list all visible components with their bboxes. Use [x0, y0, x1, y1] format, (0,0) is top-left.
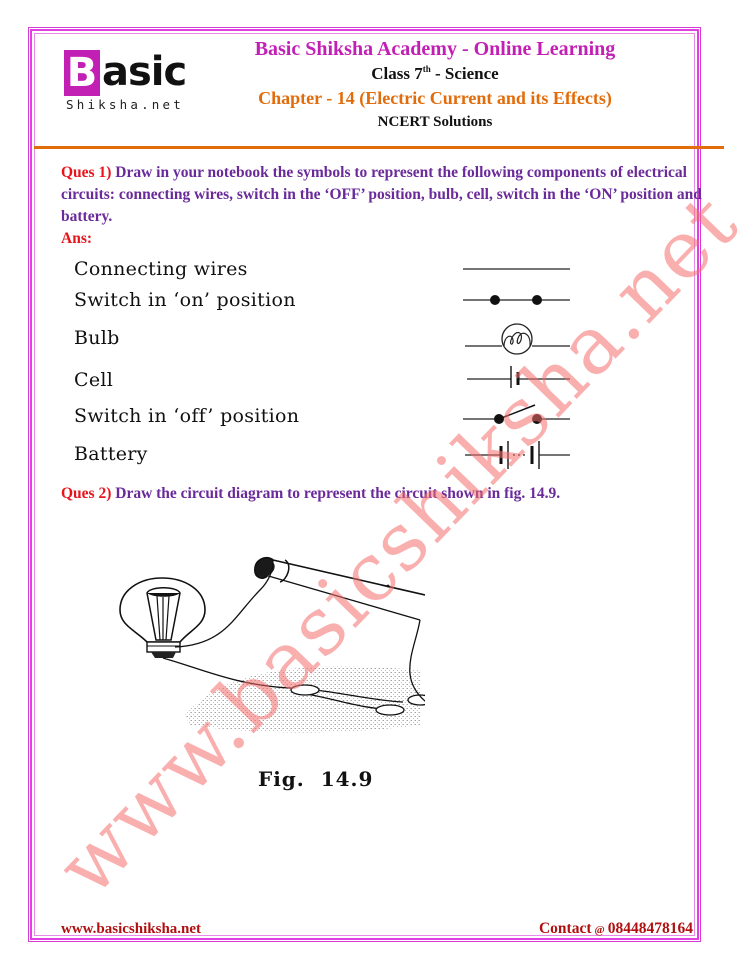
logo-word: asic — [102, 49, 187, 95]
symbol-label-cell: Cell — [74, 369, 114, 391]
contact-at-symbol: @ — [594, 924, 605, 936]
class-prefix: Class 7 — [371, 64, 423, 83]
symbol-label-bulb: Bulb — [74, 327, 120, 349]
bulb-and-cell-illustration-icon — [119, 557, 425, 733]
question-1-text: Draw in your notebook the symbols to rep… — [61, 164, 702, 225]
chapter-heading: Chapter - 14 (Electric Current and its E… — [258, 88, 612, 108]
answer-label: Ans: — [61, 230, 93, 247]
symbol-label-switch-on: Switch in ‘on’ position — [74, 289, 296, 311]
switch-off-symbol-icon — [463, 404, 570, 424]
switch-on-symbol-icon — [463, 295, 570, 305]
ncert-subtitle: NCERT Solutions — [377, 114, 493, 130]
cell-symbol-icon — [467, 366, 570, 388]
footer-website-link[interactable]: www.basicshiksha.net — [61, 921, 202, 937]
question-1: Ques 1) Draw in your notebook the symbol… — [61, 162, 711, 228]
figure-caption: Fig. 14.9 — [258, 767, 374, 791]
question-2-text: Draw the circuit diagram to represent th… — [111, 485, 561, 502]
page-title: Basic Shiksha Academy - Online Learning — [254, 38, 616, 60]
footer-contact: Contact@08448478164 — [539, 920, 693, 938]
question-2: Ques 2) Draw the circuit diagram to repr… — [61, 483, 711, 505]
symbol-label-switch-off: Switch in ‘off’ position — [74, 405, 300, 427]
contact-phone[interactable]: 08448478164 — [607, 920, 693, 937]
logo-subtitle: Shiksha.net — [66, 97, 184, 112]
question-2-label: Ques 2) — [61, 485, 112, 502]
bulb-symbol-icon — [465, 323, 570, 355]
logo-letter-b: B — [64, 50, 100, 96]
page-border — [30, 29, 699, 940]
class-superscript: th — [422, 64, 431, 74]
class-suffix: - Science — [430, 64, 499, 83]
logo: B asic Shiksha.net — [64, 49, 194, 112]
symbol-label-wires: Connecting wires — [74, 258, 248, 280]
question-1-label: Ques 1) — [61, 164, 112, 181]
header-divider — [34, 146, 724, 149]
battery-symbol-icon — [465, 441, 570, 469]
symbol-label-battery: Battery — [74, 443, 148, 465]
wire-symbol-icon — [463, 268, 570, 270]
contact-label: Contact — [538, 920, 592, 937]
class-heading: Class 7th - Science — [200, 64, 670, 84]
